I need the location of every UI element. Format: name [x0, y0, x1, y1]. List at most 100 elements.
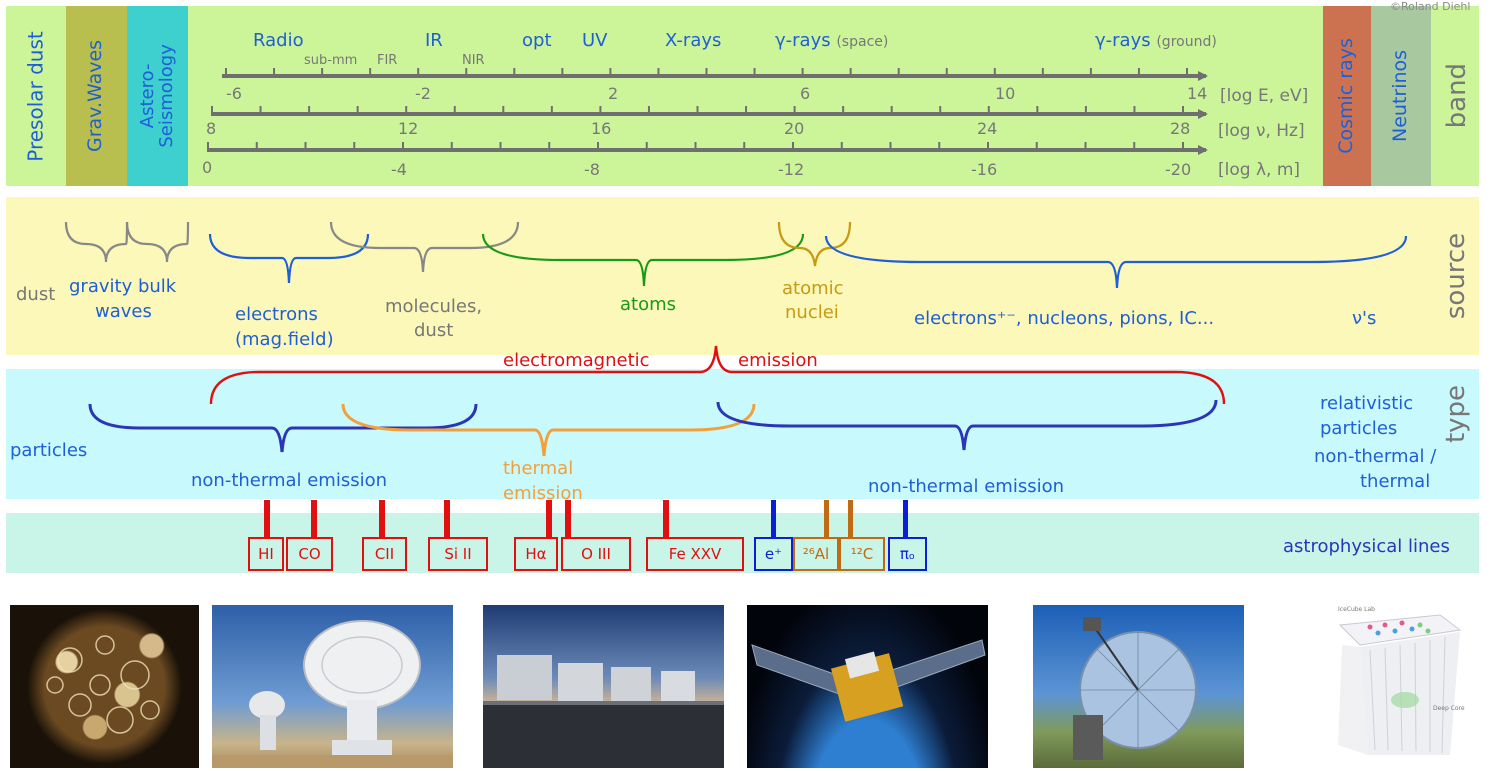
line-stem-oiii: [565, 500, 571, 538]
gamma-satellite-photo: [747, 605, 988, 768]
line-stem-c12: [848, 500, 853, 538]
brace-electromagnetic: [209, 345, 1226, 405]
type-nonthermal-thermal: non-thermal /: [1314, 446, 1437, 467]
source-panel: [6, 197, 1479, 355]
brace-high-energy: [824, 235, 1408, 289]
brace-thermal: [341, 403, 756, 457]
band-submm: sub-mm: [304, 53, 358, 68]
line-box-oiii: O III: [561, 537, 631, 571]
brace-electrons: [208, 233, 370, 284]
wavelength-unit: [log λ, m]: [1218, 160, 1301, 180]
band-gamma-ground: γ-rays: [1095, 30, 1151, 51]
band-panel: [6, 6, 1479, 186]
cosmic-rays-column: [1323, 6, 1371, 186]
wavelength-tick-label: 0: [202, 158, 213, 177]
band-gamma-space-note: (space): [836, 34, 889, 50]
frequency-tick-label: 24: [977, 119, 998, 138]
frequency-tick-label: 12: [398, 119, 419, 138]
frequency-tick-label: 28: [1170, 119, 1191, 138]
energy-tick-label: -6: [226, 84, 242, 103]
icecube-deepcore-caption: Deep Core: [1433, 705, 1465, 712]
band-axes: [207, 68, 1208, 155]
type-thermal-right: thermal: [1360, 471, 1431, 492]
astero-column: [127, 6, 188, 186]
icecube-diagram: IceCube Lab Deep Core: [1310, 605, 1475, 768]
radio-telescope-photo: [212, 605, 453, 768]
line-box-pion: πₒ: [888, 537, 927, 571]
line-box-cii: CII: [362, 537, 407, 571]
line-stem-fexxv: [663, 500, 669, 538]
line-stem-pion: [903, 500, 908, 538]
presolar-grain-photo: [10, 605, 199, 768]
line-box-co: CO: [286, 537, 333, 571]
type-relativistic: relativistic: [1320, 393, 1414, 414]
line-box-al26: ²⁶Al: [793, 537, 839, 571]
source-magfield: (mag.field): [235, 329, 334, 350]
wavelength-tick-label: -20: [1165, 160, 1192, 179]
line-stem-hi: [264, 500, 270, 538]
frequency-tick-label: 20: [784, 119, 805, 138]
brace-nonthermal-left: [88, 403, 478, 453]
icecube-lab-caption: IceCube Lab: [1338, 606, 1375, 613]
frequency-unit: [log ν, Hz]: [1218, 121, 1305, 141]
band-nir: NIR: [462, 53, 485, 68]
source-high-energy-particles: electrons⁺⁻, nucleons, pions, IC...: [914, 308, 1215, 329]
source-nuclei: nuclei: [785, 302, 839, 323]
line-stem-cii: [379, 500, 385, 538]
band-radio: Radio: [253, 30, 304, 51]
type-emission: emission: [738, 350, 818, 371]
source-waves: waves: [95, 301, 152, 322]
band-uv: UV: [582, 30, 608, 51]
type-nonthermal-right: non-thermal emission: [868, 476, 1065, 497]
band-opt: opt: [522, 30, 552, 51]
line-box-hi: HI: [248, 537, 284, 571]
optical-telescopes-photo: [483, 605, 724, 768]
wavelength-tick-label: -4: [391, 160, 407, 179]
type-rel-particles: particles: [1320, 418, 1398, 439]
line-box-positron: e⁺: [754, 537, 793, 571]
wavelength-tick-label: -12: [778, 160, 805, 179]
brace-gw-1: [64, 221, 129, 263]
energy-tick-label: 14: [1187, 84, 1208, 103]
type-electromagnetic: electromagnetic: [503, 350, 650, 371]
energy-unit: [log E, eV]: [1220, 86, 1309, 106]
line-box-ha: Hα: [514, 537, 558, 571]
energy-tick-label: 10: [995, 84, 1016, 103]
grav-waves-column: [66, 6, 127, 186]
band-gamma-space: γ-rays: [775, 30, 831, 51]
line-stem-ha: [546, 500, 552, 538]
source-atoms: atoms: [620, 294, 677, 315]
source-electrons: electrons: [235, 304, 318, 325]
type-nonthermal-left: non-thermal emission: [191, 470, 388, 491]
brace-atoms: [481, 233, 805, 287]
line-stem-co: [311, 500, 317, 538]
type-thermal: thermal: [503, 458, 574, 479]
copyright: ©Roland Diehl: [1390, 0, 1471, 13]
band-ir: IR: [425, 30, 443, 51]
cherenkov-telescope-photo: [1033, 605, 1244, 768]
source-gravity: gravity bulk: [69, 276, 177, 297]
energy-tick-label: 2: [608, 84, 619, 103]
band-gamma-ground-note: (ground): [1156, 34, 1217, 50]
source-atomic: atomic: [782, 278, 844, 299]
brace-gw-2: [125, 221, 190, 263]
brace-nuclei: [777, 221, 852, 267]
frequency-tick-label: 16: [591, 119, 612, 138]
frequency-tick-label: 8: [206, 119, 217, 138]
energy-tick-label: -2: [415, 84, 431, 103]
line-box-c12: ¹²C: [839, 537, 885, 571]
neutrinos-column: [1371, 6, 1431, 186]
source-molecules: molecules,: [385, 296, 483, 317]
line-stem-siii: [444, 500, 450, 538]
band-xrays: X-rays: [665, 30, 722, 51]
brace-nonthermal-right: [716, 399, 1218, 451]
line-stem-al26: [824, 500, 829, 538]
line-stem-positron: [771, 500, 776, 538]
source-molecules-dust: dust: [414, 320, 454, 341]
energy-tick-label: 6: [800, 84, 811, 103]
line-box-fexxv: Fe XXV: [646, 537, 744, 571]
band-fir: FIR: [377, 53, 398, 68]
type-thermal-emission: emission: [503, 483, 583, 504]
